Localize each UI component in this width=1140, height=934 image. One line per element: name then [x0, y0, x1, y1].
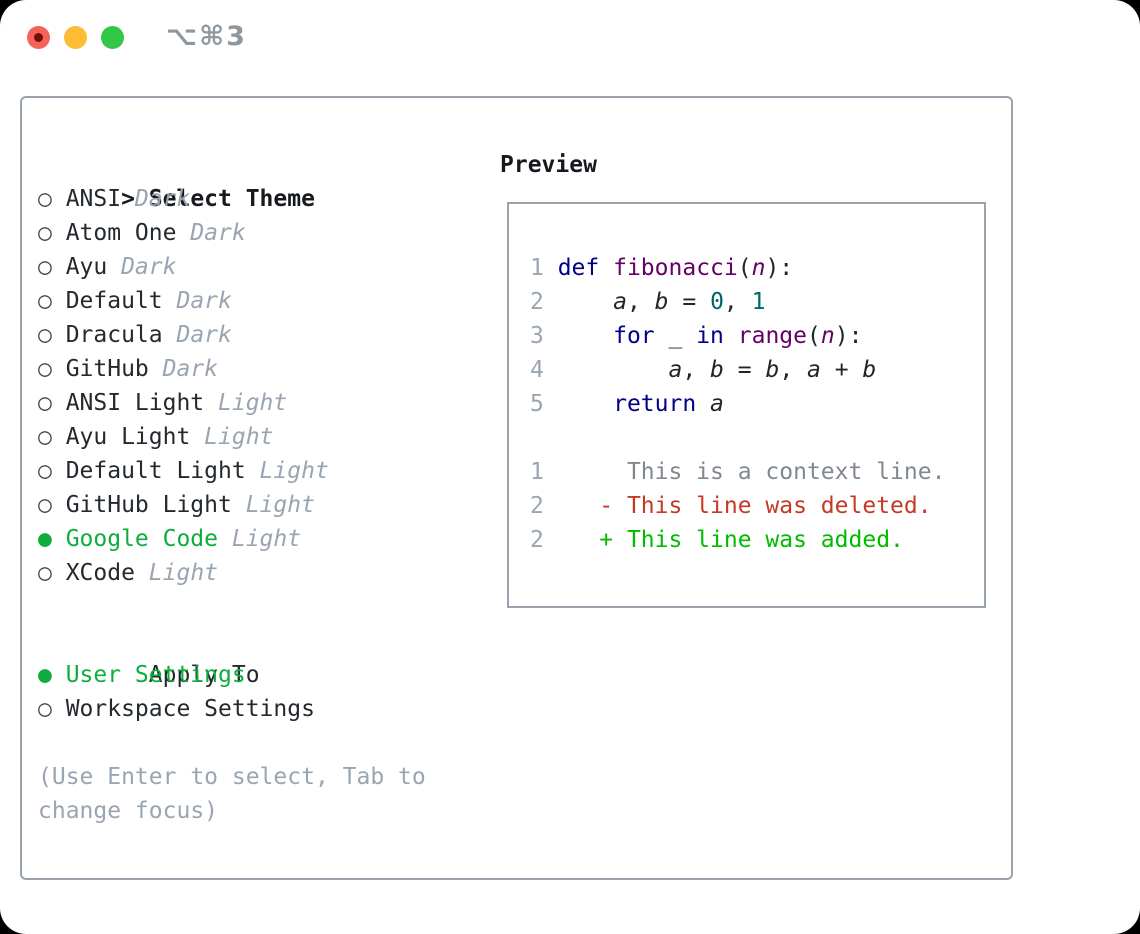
close-button[interactable]	[27, 26, 50, 49]
radio-icon: ○	[38, 220, 52, 246]
theme-item[interactable]: ●Google Code Light	[38, 522, 329, 556]
theme-item[interactable]: ○Ayu Light Light	[38, 420, 329, 454]
radio-icon: ○	[38, 390, 52, 416]
radio-icon: ○	[38, 696, 52, 722]
theme-item[interactable]: ○Default Dark	[38, 284, 329, 318]
code-line: 5 return a	[530, 391, 724, 417]
theme-item[interactable]: ○Ayu Dark	[38, 250, 329, 284]
apply-to-options: ●User Settings○Workspace Settings	[38, 658, 315, 726]
apply-to-header: Apply To	[38, 624, 315, 688]
diff-line: 2 + This line was added.	[530, 527, 904, 553]
titlebar: ⌥⌘3	[0, 0, 1140, 74]
radio-icon: ○	[38, 560, 52, 586]
theme-items: ○ANSI Dark○Atom One Dark○Ayu Dark○Defaul…	[38, 182, 329, 590]
code-line: 1 def fibonacci(n):	[530, 255, 794, 281]
preview-box: 1 def fibonacci(n): 2 a, b = 0, 1 3 for _ …	[507, 202, 986, 608]
diff-line: 2 - This line was deleted.	[530, 493, 932, 519]
theme-item[interactable]: ○Default Light Light	[38, 454, 329, 488]
code-preview: 1 def fibonacci(n): 2 a, b = 0, 1 3 for _ …	[530, 251, 984, 421]
theme-item[interactable]: ○Dracula Dark	[38, 318, 329, 352]
minimize-button[interactable]	[64, 26, 87, 49]
code-line: 2 a, b = 0, 1	[530, 289, 766, 315]
diff-preview: 1 This is a context line. 2 - This line w…	[530, 455, 984, 557]
radio-icon: ○	[38, 458, 52, 484]
apply-to-option[interactable]: ○Workspace Settings	[38, 692, 315, 726]
apply-to-section: Apply To ●User Settings○Workspace Settin…	[38, 624, 315, 726]
window-title: ⌥⌘3	[166, 21, 247, 52]
radio-icon: ○	[38, 186, 52, 212]
theme-select-list: >Select Theme ○ANSI Dark○Atom One Dark○A…	[38, 148, 329, 590]
radio-icon: ●	[38, 526, 52, 552]
radio-icon: ○	[38, 492, 52, 518]
apply-to-label: Apply To	[148, 662, 260, 688]
radio-icon: ○	[38, 254, 52, 280]
theme-item[interactable]: ○ANSI Light Light	[38, 386, 329, 420]
cursor-icon: >	[121, 186, 135, 212]
zoom-button[interactable]	[101, 26, 124, 49]
apply-to-option[interactable]: ●User Settings	[38, 658, 315, 692]
theme-item[interactable]: ○Atom One Dark	[38, 216, 329, 250]
radio-icon: ○	[38, 288, 52, 314]
close-dot-icon	[34, 33, 43, 42]
select-theme-label: Select Theme	[148, 186, 315, 212]
help-text: (Use Enter to select, Tab to change focu…	[38, 764, 426, 824]
radio-icon: ○	[38, 356, 52, 382]
select-theme-header: > Select Theme	[38, 148, 329, 212]
theme-item[interactable]: ○ANSI Dark	[38, 182, 329, 216]
radio-icon: ○	[38, 424, 52, 450]
radio-icon: ●	[38, 662, 52, 688]
preview-header: Preview	[500, 152, 597, 178]
radio-icon: ○	[38, 322, 52, 348]
theme-item[interactable]: ○GitHub Dark	[38, 352, 329, 386]
diff-line: 1 This is a context line.	[530, 459, 946, 485]
theme-item[interactable]: ○GitHub Light Light	[38, 488, 329, 522]
code-line: 3 for _ in range(n):	[530, 323, 863, 349]
theme-item[interactable]: ○XCode Light	[38, 556, 329, 590]
code-line: 4 a, b = b, a + b	[530, 357, 877, 383]
